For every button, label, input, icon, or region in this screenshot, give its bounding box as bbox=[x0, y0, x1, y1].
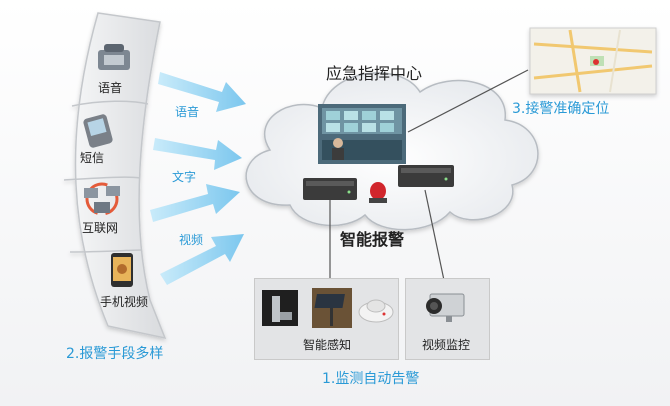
server-left-icon bbox=[303, 178, 357, 200]
caption-auto-alarm: 1.监测自动告警 bbox=[322, 371, 420, 387]
caption-multiple-alarm-methods: 2.报警手段多样 bbox=[66, 346, 164, 362]
control-room-image bbox=[318, 104, 406, 164]
telephone-icon bbox=[94, 40, 134, 74]
map-thumbnail bbox=[529, 27, 657, 95]
server-right-icon bbox=[398, 165, 454, 187]
alarm-light-icon bbox=[369, 182, 387, 203]
arrow-label-text: 文字 bbox=[172, 170, 197, 184]
arrow-video bbox=[160, 234, 244, 285]
arrow-text bbox=[153, 138, 242, 170]
smoke-detector-icon bbox=[358, 294, 394, 324]
channel-panel bbox=[63, 12, 167, 340]
network-computers-icon bbox=[80, 180, 124, 218]
channel-label-sms: 短信 bbox=[80, 151, 105, 165]
mobile-phone-icon bbox=[110, 252, 134, 288]
channel-label-voice: 语音 bbox=[98, 81, 123, 95]
smart-alarm-title: 智能报警 bbox=[340, 230, 405, 249]
connector-lines bbox=[329, 69, 529, 286]
caption-accurate-positioning: 3.接警准确定位 bbox=[512, 101, 610, 117]
sensing-label: 智能感知 bbox=[303, 338, 352, 352]
channel-label-mobile-video: 手机视频 bbox=[100, 295, 149, 309]
command-center-title: 应急指挥中心 bbox=[326, 64, 423, 83]
arrow-label-voice: 语音 bbox=[175, 105, 200, 119]
solar-sensor-icon bbox=[312, 288, 352, 328]
surveillance-camera-icon bbox=[420, 290, 474, 326]
monitor-label: 视频监控 bbox=[422, 338, 471, 352]
arrow-voice bbox=[158, 72, 246, 112]
pda-phone-icon bbox=[78, 114, 118, 148]
arrow-label-video: 视频 bbox=[179, 233, 204, 247]
sensor-device-icon bbox=[262, 290, 298, 326]
arrow-image bbox=[150, 184, 240, 222]
channel-label-internet: 互联网 bbox=[82, 221, 119, 235]
